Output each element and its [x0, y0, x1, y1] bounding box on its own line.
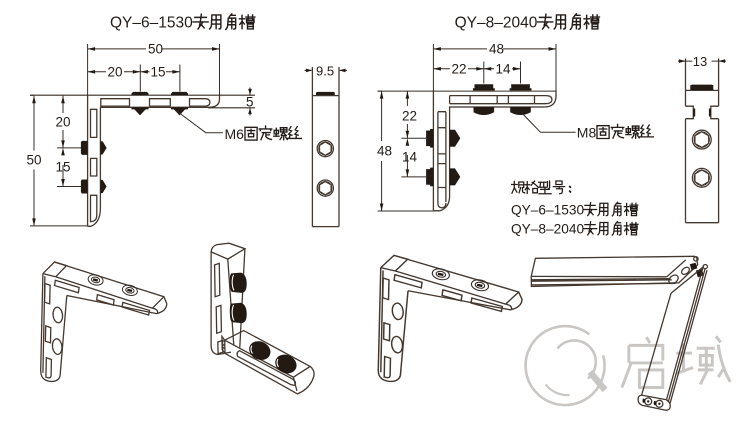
svg-text:15: 15 — [56, 160, 71, 175]
svg-text:48: 48 — [489, 42, 504, 57]
svg-text:M8: M8 — [577, 124, 597, 140]
svg-text:20: 20 — [56, 115, 71, 130]
svg-text:5: 5 — [246, 95, 254, 110]
svg-text:22: 22 — [452, 62, 467, 77]
svg-text:QY–6–1530: QY–6–1530 — [511, 202, 584, 217]
svg-text:M6: M6 — [225, 126, 245, 142]
svg-text:22: 22 — [402, 109, 417, 124]
svg-text:9.5: 9.5 — [316, 64, 334, 79]
svg-text:20: 20 — [108, 65, 123, 80]
svg-text:48: 48 — [377, 144, 392, 159]
svg-text:50: 50 — [27, 153, 42, 168]
svg-text:50: 50 — [148, 42, 163, 57]
svg-text:15: 15 — [151, 65, 166, 80]
svg-text:14: 14 — [402, 150, 418, 165]
svg-text:QY–8–2040: QY–8–2040 — [455, 15, 538, 32]
svg-text:14: 14 — [496, 62, 512, 77]
svg-text:13: 13 — [693, 54, 707, 69]
svg-text:QY–6–1530: QY–6–1530 — [110, 15, 193, 32]
svg-text:QY–8–2040: QY–8–2040 — [511, 222, 584, 237]
